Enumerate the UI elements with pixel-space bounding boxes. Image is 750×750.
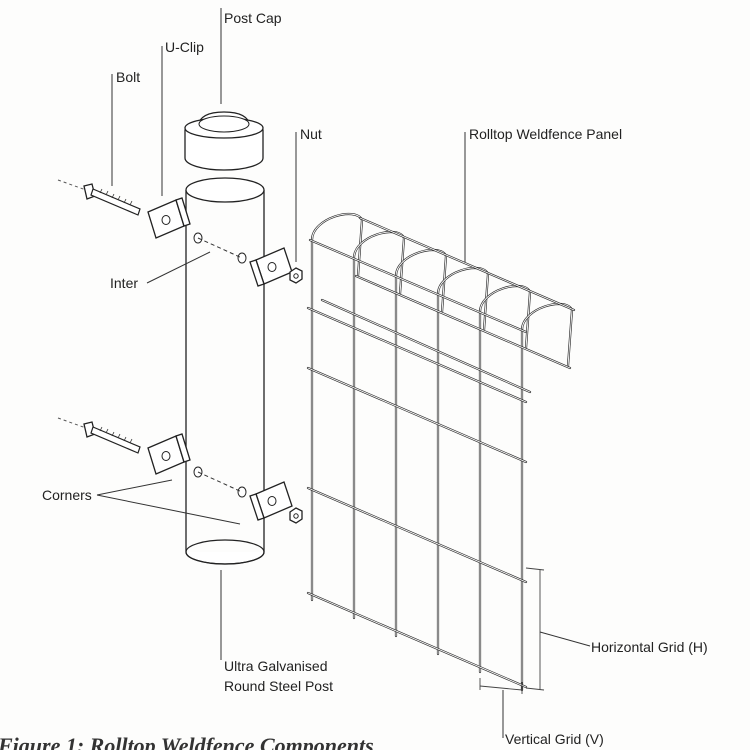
label-post-cap: Post Cap xyxy=(224,10,282,26)
label-inter: Inter xyxy=(110,275,138,291)
label-corners: Corners xyxy=(42,487,92,503)
panel-top-rail-lower-highlight xyxy=(355,275,571,369)
leader-lines xyxy=(96,8,466,660)
bolt-bottom xyxy=(57,417,141,454)
rolltop-weldfence-panel xyxy=(306,212,576,692)
horizontal-grid-dimension xyxy=(525,567,591,691)
u-clip-right-bottom xyxy=(249,481,293,521)
panel-top-rail-back-highlight xyxy=(359,217,575,311)
panel-horizontal-wire-2-highlight xyxy=(307,367,527,463)
u-clip-right-top xyxy=(249,247,293,287)
post-cap xyxy=(184,111,264,171)
nut-bottom xyxy=(289,507,303,524)
u-clip-left-top xyxy=(147,197,191,239)
panel-horizontal-wire-3-highlight xyxy=(307,487,527,583)
label-horizontal-grid: Horizontal Grid (H) xyxy=(591,639,708,655)
panel-rolltop-under-highlight xyxy=(321,299,531,393)
label-rolltop-weldfence-panel: Rolltop Weldfence Panel xyxy=(469,126,622,142)
label-bolt: Bolt xyxy=(116,69,140,85)
label-vertical-grid: Vertical Grid (V) xyxy=(505,731,604,747)
panel-top-rail-front-highlight xyxy=(309,239,527,333)
label-nut: Nut xyxy=(300,126,322,142)
vertical-grid-dimension xyxy=(479,678,523,738)
panel-vertical-wire-6-highlight xyxy=(521,303,573,691)
panel-horizontal-wire-1-highlight xyxy=(307,307,527,403)
u-clip-left-bottom xyxy=(147,433,191,475)
label-u-clip: U-Clip xyxy=(165,39,204,55)
figure-caption: Figure 1: Rolltop Weldfence Components xyxy=(0,733,374,750)
round-steel-post xyxy=(185,177,265,565)
bolt-top xyxy=(57,179,141,216)
nut-top xyxy=(289,267,303,284)
panel-horizontal-wire-4-highlight xyxy=(307,592,527,688)
label-post-line2: Round Steel Post xyxy=(224,678,333,694)
panel-vertical-wire-6 xyxy=(520,302,574,692)
label-post-line1: Ultra Galvanised xyxy=(224,658,328,674)
